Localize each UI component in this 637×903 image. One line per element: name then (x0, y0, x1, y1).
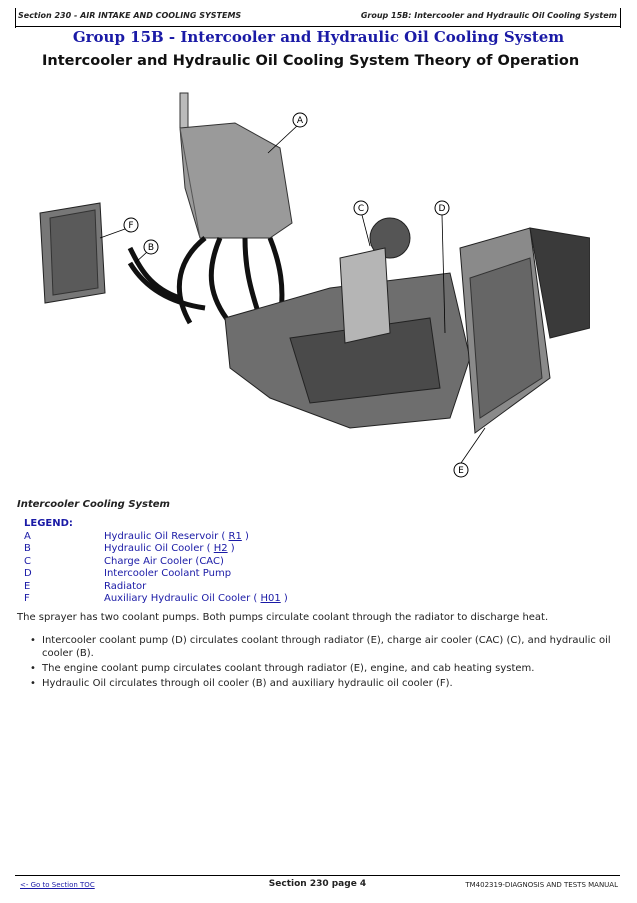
legend-key: C (24, 555, 31, 567)
page-title: Group 15B - Intercooler and Hydraulic Oi… (72, 28, 565, 46)
legend-text-after: ) (241, 531, 249, 542)
legend-key: E (24, 580, 31, 592)
header-section: Section 230 - AIR INTAKE AND COOLING SYS… (18, 11, 242, 20)
legend-item: D Intercooler Coolant Pump (24, 568, 424, 580)
intro-paragraph: The sprayer has two coolant pumps. Both … (17, 612, 549, 623)
header-left-rule (15, 8, 16, 28)
legend-key: D (24, 568, 32, 580)
legend-item: E Radiator (24, 581, 424, 593)
legend-text: Charge Air Cooler (CAC) (104, 555, 224, 567)
legend-link[interactable]: R1 (228, 531, 242, 542)
bullet-item: • Intercooler coolant pump (D) circulates… (30, 634, 620, 660)
bullet-item: • Hydraulic Oil circulates through oil co… (30, 677, 620, 690)
footer-page: Section 230 page 4 (268, 879, 367, 889)
legend-item: C Charge Air Cooler (CAC) (24, 556, 424, 568)
cac-drawing (339, 247, 391, 344)
callout-d: D (434, 200, 450, 334)
legend-text: Radiator (104, 580, 147, 592)
callout-label-d: D (439, 204, 446, 214)
bullet-item: • The engine coolant pump circulates cool… (30, 662, 620, 675)
callout-c: C (353, 200, 371, 247)
header-group: Group 15B: Intercooler and Hydraulic Oil… (360, 11, 617, 20)
cooling-system-illustration: A B C D E F (39, 92, 590, 478)
footer-manual: TM402319-DIAGNOSIS AND TESTS MANUAL (465, 881, 618, 889)
bullet-icon: • (30, 678, 36, 689)
legend-text: Hydraulic Oil Cooler ( (104, 543, 214, 555)
legend-key: B (24, 543, 31, 555)
callout-label-e: E (458, 466, 464, 476)
callout-label-a: A (297, 116, 304, 126)
legend-item: B Hydraulic Oil Cooler ( H2 ) (24, 543, 424, 555)
legend-item: F Auxiliary Hydraulic Oil Cooler ( H01 ) (24, 593, 424, 605)
aux-cooler-drawing (39, 202, 106, 304)
legend-text: Auxiliary Hydraulic Oil Cooler ( (104, 592, 261, 604)
callout-label-b: B (148, 243, 154, 253)
page-footer: <- Go to Section TOC Section 230 page 4 … (15, 875, 620, 894)
page-subtitle: Intercooler and Hydraulic Oil Cooling Sy… (42, 53, 580, 69)
bullet-icon: • (30, 663, 36, 674)
section-toc-link[interactable]: <- Go to Section TOC (20, 881, 95, 889)
callout-f: F (99, 217, 139, 239)
legend-link[interactable]: H2 (213, 543, 228, 555)
legend-text: Hydraulic Oil Reservoir ( (104, 531, 229, 542)
legend-text-after: ) (280, 592, 288, 604)
callout-label-c: C (358, 204, 364, 214)
legend-text-after: ) (227, 543, 235, 555)
bullet-list: • Intercooler coolant pump (D) circulates… (30, 634, 620, 692)
header-right-rule (620, 8, 621, 28)
reservoir-drawing (179, 92, 293, 239)
legend-key: A (24, 531, 31, 542)
callout-a: A (267, 112, 308, 154)
radiator-drawing (459, 227, 590, 434)
callout-b: B (134, 239, 159, 264)
legend-text: Intercooler Coolant Pump (104, 568, 232, 580)
section-heading: Intercooler Cooling System (17, 499, 170, 510)
bullet-text: Intercooler coolant pump (D) circulates … (42, 635, 611, 659)
legend-heading: LEGEND: (24, 518, 73, 529)
legend-list: A Hydraulic Oil Reservoir ( R1 ) B Hydra… (24, 531, 424, 605)
engine-drawing (224, 217, 471, 429)
callout-label-f: F (128, 221, 133, 231)
legend-key: F (24, 592, 30, 604)
callout-e: E (453, 427, 486, 478)
bullet-icon: • (30, 635, 36, 646)
page-header: Section 230 - AIR INTAKE AND COOLING SYS… (15, 8, 620, 27)
legend-link[interactable]: H01 (260, 592, 281, 604)
legend-item: A Hydraulic Oil Reservoir ( R1 ) (24, 531, 424, 543)
bullet-text: The engine coolant pump circulates coola… (42, 663, 535, 674)
bullet-text: Hydraulic Oil circulates through oil coo… (42, 678, 453, 689)
